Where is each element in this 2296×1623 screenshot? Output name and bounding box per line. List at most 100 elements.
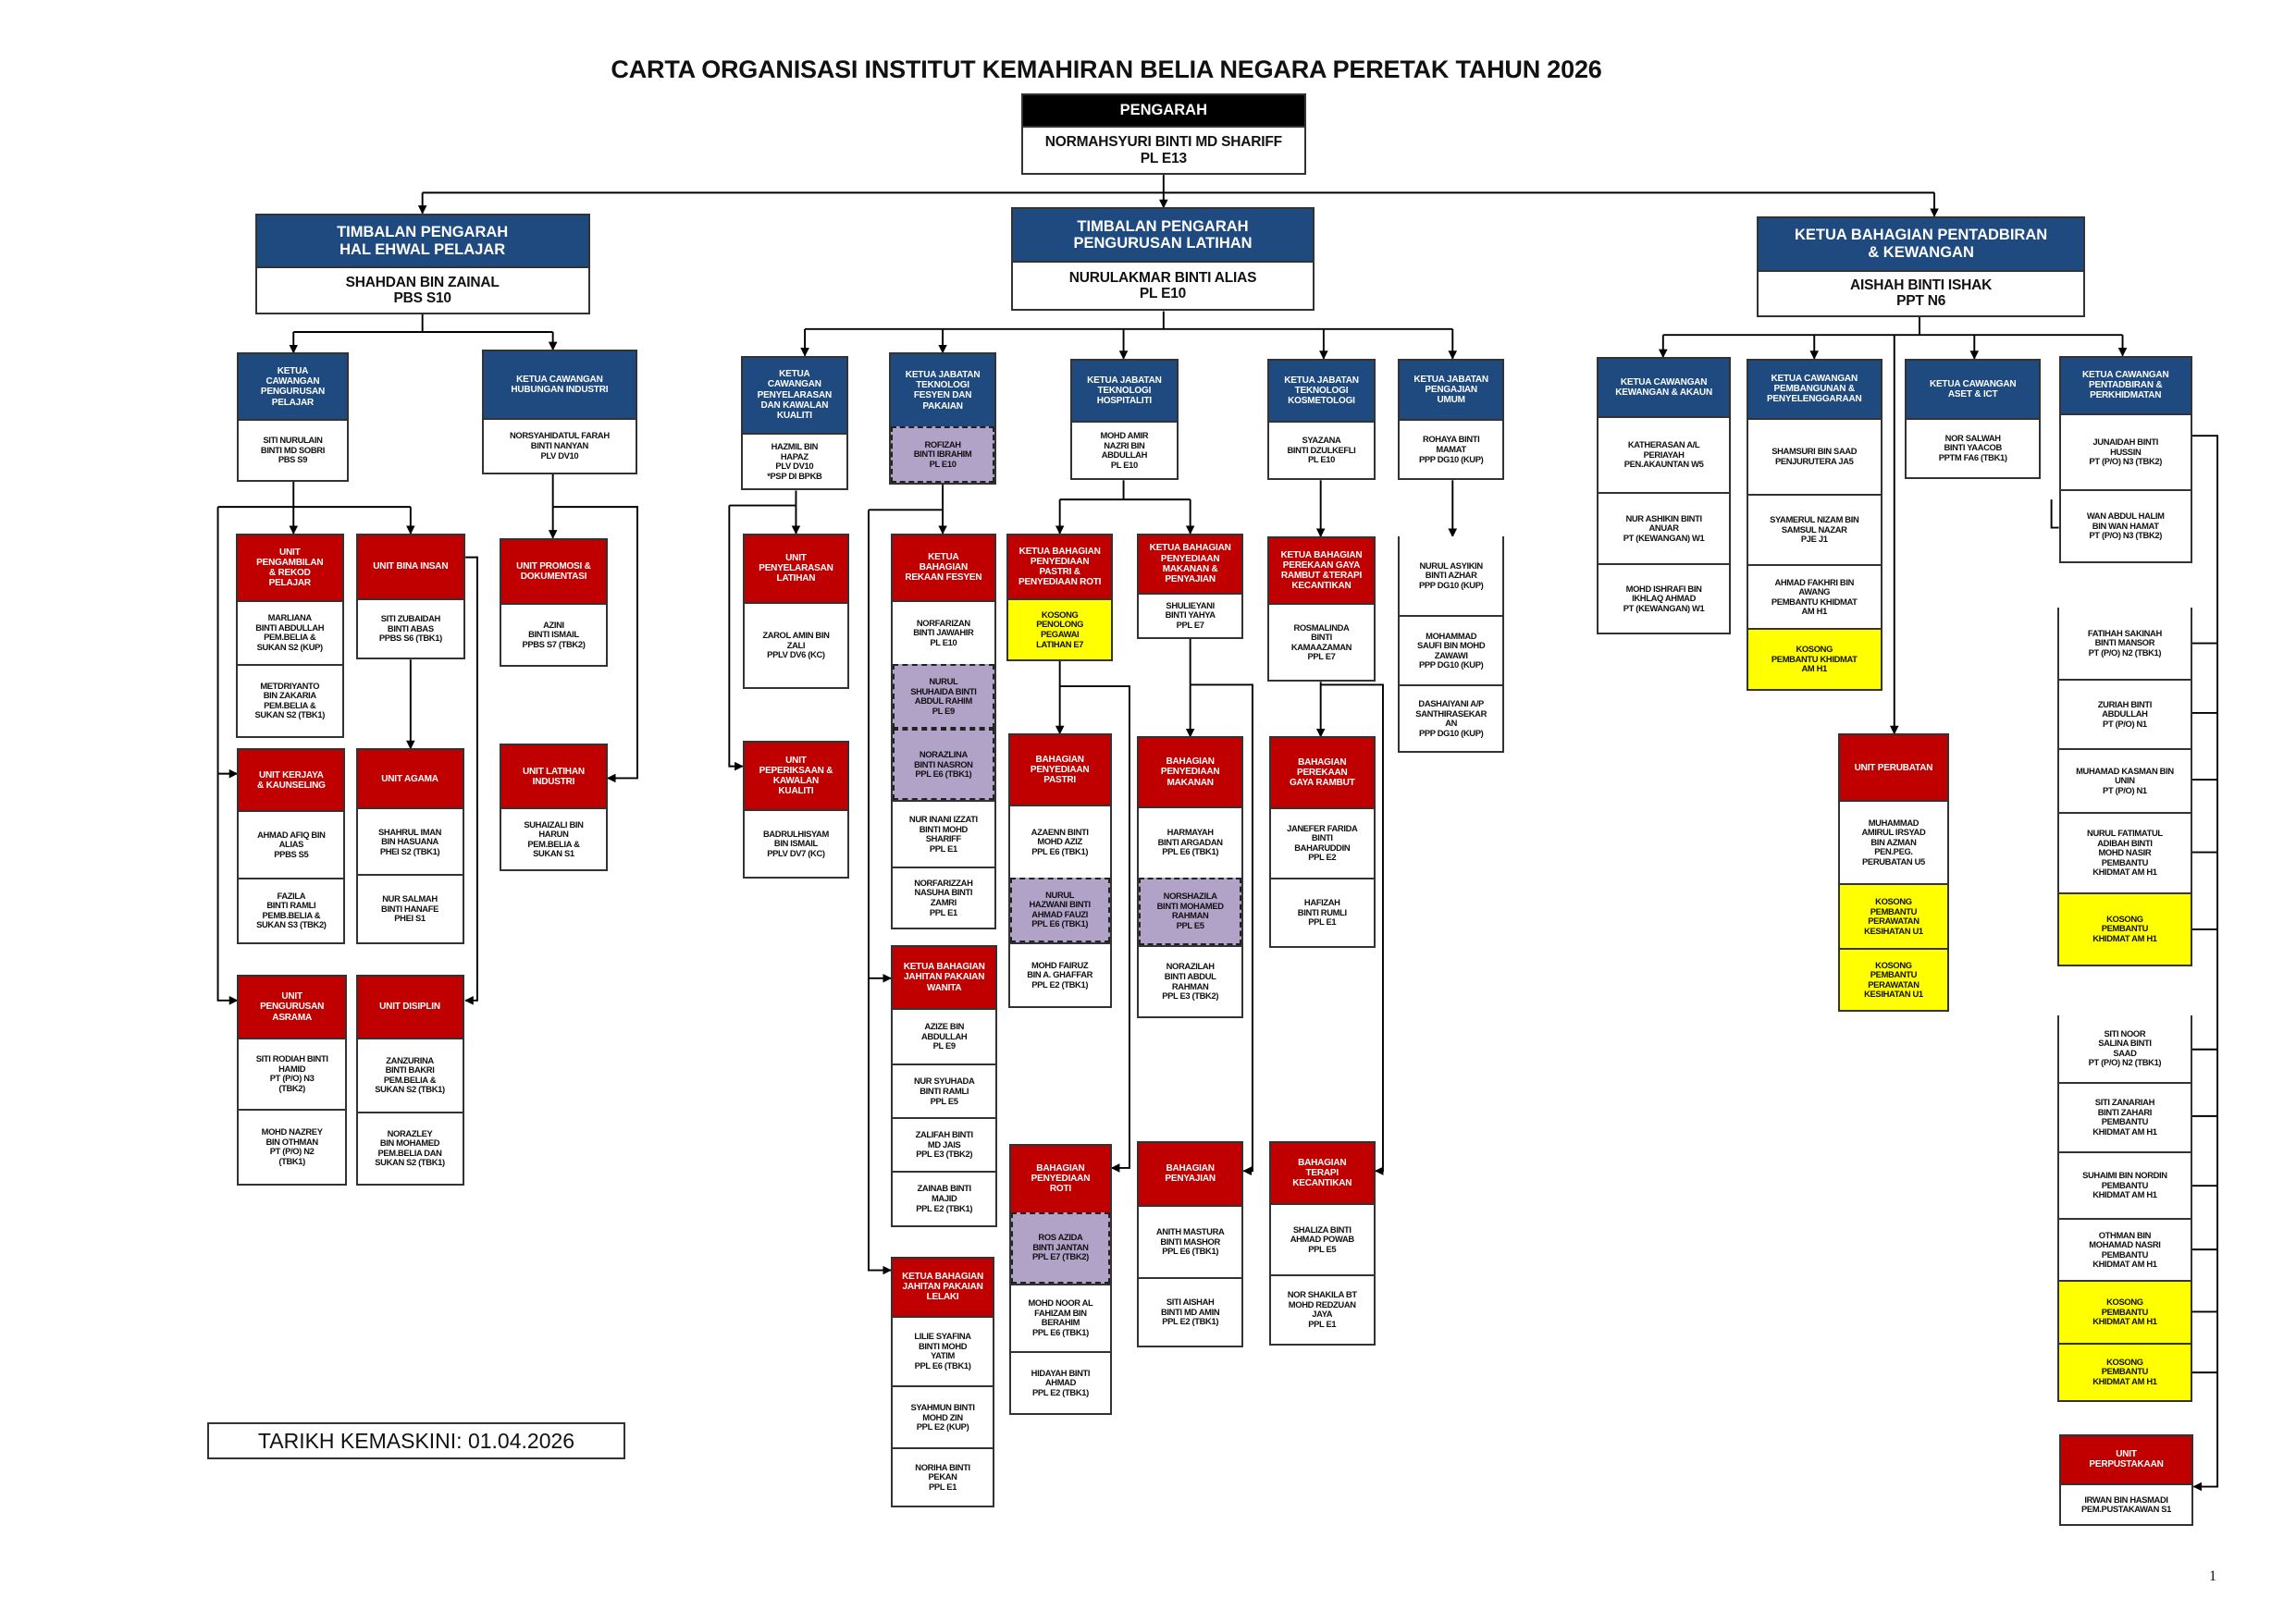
box-header: UNIT BINA INSAN <box>357 535 464 599</box>
connector-arrow <box>1190 683 1253 1175</box>
staff-cell: JANEFER FARIDA BINTI BAHARUDDIN PPL E2 <box>1270 807 1374 878</box>
staff-cell: OTHMAN BIN MOHAMAD NASRI PEMBANTU KHIDMA… <box>2059 1218 2191 1281</box>
staff-cell: SHAHDAN BIN ZAINAL PBS S10 <box>256 266 588 313</box>
box-header: BAHAGIAN PEREKAAN GAYA RAMBUT <box>1270 738 1374 808</box>
org-box-kb-makanan: KETUA BAHAGIAN PENYEDIAAN MAKANAN & PENY… <box>1136 533 1244 639</box>
box-header: KETUA CAWANGAN PENYELARASAN DAN KAWALAN … <box>743 357 846 433</box>
staff-cell: AZAENN BINTI MOHD AZIZ PPL E6 (TBK1) <box>1009 805 1110 878</box>
staff-cell: SHAHRUL IMAN BIN HASUANA PHEI S2 (TBK1) <box>357 807 463 875</box>
staff-cell: NORFARIZZAH NASUHA BINTI ZAMRI PPL E1 <box>892 867 994 928</box>
vacant-position-cell: KOSONG PEMBANTU KHIDMAT AM H1 <box>1747 628 1881 689</box>
staff-cell: NURUL FATIMATUL ADIBAH BINTI MOHD NASIR … <box>2059 812 2191 892</box>
staff-cell: FAZILA BINTI RAMLI PEMB.BELIA & SUKAN S3… <box>239 877 344 942</box>
staff-cell: MUHAMAD KASMAN BIN UNIN PT (P/O) N1 <box>2059 748 2191 813</box>
box-header: BAHAGIAN TERAPI KECANTIKAN <box>1270 1142 1374 1204</box>
box-header: UNIT PERUBATAN <box>1839 735 1948 801</box>
connector-line <box>2050 499 2059 529</box>
staff-cell: ANITH MASTURA BINTI MASHOR PPL E6 (TBK1) <box>1138 1204 1242 1278</box>
connector-arrow <box>216 507 239 1005</box>
staff-cell: SITI ZUBAIDAH BINTI ABAS PPBS S6 (TBK1) <box>357 598 464 658</box>
staff-cell: MOHAMMAD SAUFI BIN MOHD ZAWAWI PPP DG10 … <box>1399 614 1503 685</box>
staff-cell: ZALIFAH BINTI MD JAIS PPL E3 (TBK2) <box>892 1117 996 1171</box>
box-header: KETUA JABATAN TEKNOLOGI HOSPITALITI <box>1071 360 1177 422</box>
staff-cell: NUR SYUHADA BINTI RAMLI PPL E5 <box>892 1064 996 1118</box>
box-header: UNIT PENGURUSAN ASRAMA <box>239 977 345 1038</box>
org-box-pentadbiran-staff2: SITI NOOR SALINA BINTI SAAD PT (P/O) N2 … <box>2057 1014 2192 1402</box>
staff-cell: LILIE SYAFINA BINTI MOHD YATIM PPL E6 (T… <box>892 1315 994 1386</box>
staff-cell: SYAHMUN BINTI MOHD ZIN PPL E2 (KUP) <box>892 1385 994 1448</box>
staff-cell: JUNAIDAH BINTI HUSSIN PT (P/O) N3 (TBK2) <box>2060 413 2191 489</box>
staff-cell: NORAZILAH BINTI ABDUL RAHMAN PPL E3 (TBK… <box>1138 945 1242 1016</box>
box-header: PENGARAH <box>1023 94 1304 127</box>
org-box-kc-penyelarasan: KETUA CAWANGAN PENYELARASAN DAN KAWALAN … <box>741 355 848 491</box>
staff-cell: FATIHAH SAKINAH BINTI MANSOR PT (P/O) N2… <box>2059 607 2191 679</box>
connector-arrow <box>464 556 478 1005</box>
chart-title: CARTA ORGANISASI INSTITUT KEMAHIRAN BELI… <box>611 55 1602 83</box>
staff-cell: NURUL HAZWANI BINTI AHMAD FAUZI PPL E6 (… <box>1009 877 1110 943</box>
box-header: UNIT PROMOSI & DOKUMENTASI <box>500 539 606 604</box>
staff-cell: NURULAKMAR BINTI ALIAS PL E10 <box>1012 260 1314 310</box>
box-header: KETUA BAHAGIAN PENTADBIRAN & KEWANGAN <box>1758 217 2084 270</box>
staff-cell: ZURIAH BINTI ABDULLAH PT (P/O) N1 <box>2059 678 2191 749</box>
box-header: TIMBALAN PENGARAH HAL EHWAL PELAJAR <box>256 215 588 267</box>
staff-cell: MOHD NAZREY BIN OTHMAN PT (P/O) N2 (TBK1… <box>239 1108 345 1184</box>
connector-arrow <box>552 506 638 783</box>
box-header: UNIT AGAMA <box>357 750 463 808</box>
staff-cell: NORAZLINA BINTI NASRON PPL E6 (TBK1) <box>892 729 994 801</box>
staff-cell: DASHAIYANI A/P SANTHIRASEKAR AN PPP DG10… <box>1399 684 1503 751</box>
page-number: 1 <box>2209 1568 2216 1584</box>
staff-cell: AZINI BINTI ISMAIL PPBS S7 (TBK2) <box>500 603 606 666</box>
box-header: KETUA CAWANGAN KEWANGAN & AKAUN <box>1598 359 1730 417</box>
staff-cell: MUHAMMAD AMIRUL IRSYAD BIN AZMAN PEN.PEG… <box>1839 800 1948 883</box>
staff-cell: ZAROL AMIN BIN ZALI PPLV DV6 (KC) <box>744 601 848 688</box>
box-header: KETUA CAWANGAN PEMBANGUNAN & PENYELENGGA… <box>1747 360 1881 418</box>
box-header: BAHAGIAN PENYEDIAAN MAKANAN <box>1138 738 1242 806</box>
box-header: KETUA JABATAN PENGAJIAN UMUM <box>1399 360 1503 420</box>
staff-cell: NORIHA BINTI PEKAN PPL E1 <box>892 1447 994 1506</box>
staff-cell: WAN ABDUL HALIM BIN WAN HAMAT PT (P/O) N… <box>2060 488 2191 561</box>
staff-cell: ZANZURINA BINTI BAKRI PEM.BELIA & SUKAN … <box>357 1037 463 1112</box>
staff-cell: SITI NURULAIN BINTI MD SOBRI PBS S9 <box>239 419 347 480</box>
box-header: BAHAGIAN PENYEDIAAN ROTI <box>1011 1145 1110 1212</box>
staff-cell: SYAZANA BINTI DZULKEFLI PL E10 <box>1268 421 1374 479</box>
staff-cell: KATHERASAN A/L PERIAYAH PEN.AKAUNTAN W5 <box>1598 416 1730 492</box>
connector-arrow <box>868 510 892 1275</box>
staff-cell: MOHD AMIR NAZRI BIN ABDULLAH PL E10 <box>1071 421 1177 479</box>
staff-cell: MOHD NOOR AL FAHIZAM BIN BERAHIM PPL E6 … <box>1011 1283 1110 1352</box>
staff-cell: NUR SALMAH BINTI HANAFE PHEI S1 <box>357 874 463 942</box>
box-header: UNIT PENGAMBILAN & REKOD PELAJAR <box>237 535 342 600</box>
connector-arrow <box>728 505 744 771</box>
box-header: BAHAGIAN PENYAJIAN <box>1138 1142 1242 1205</box>
box-header: UNIT LATIHAN INDUSTRI <box>500 745 606 808</box>
staff-cell: AZIZE BIN ABDULLAH PL E9 <box>892 1007 996 1064</box>
box-header: UNIT DISIPLIN <box>357 977 463 1038</box>
staff-cell: MOHD FAIRUZ BIN A. GHAFFAR PPL E2 (TBK1) <box>1009 942 1110 1006</box>
box-header: KETUA BAHAGIAN JAHITAN PAKAIAN WANITA <box>892 947 996 1008</box>
staff-cell: IRWAN BIN HASMADI PEM.PUSTAKAWAN S1 <box>2060 1482 2192 1525</box>
vacant-position-cell: KOSONG PEMBANTU PERAWATAN KESIHATAN U1 <box>1839 882 1948 949</box>
box-header: KETUA BAHAGIAN PENYEDIAAN MAKANAN & PENY… <box>1138 535 1242 593</box>
